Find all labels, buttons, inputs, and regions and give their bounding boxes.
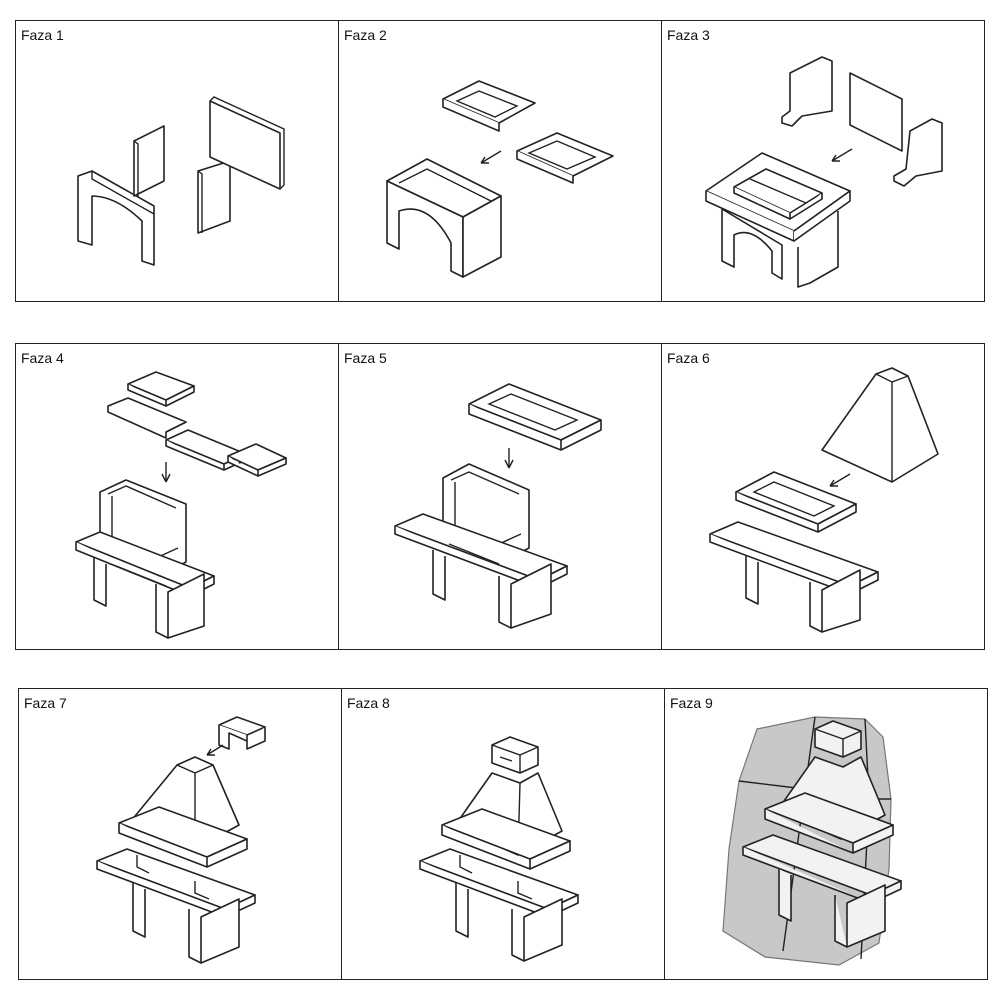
side-panel-left xyxy=(133,125,165,197)
phase-panel-3: Faza 3 xyxy=(662,21,984,301)
phase-panel-2: Faza 2 xyxy=(339,21,662,301)
hood xyxy=(821,367,939,483)
table xyxy=(96,848,256,910)
phase-5-drawing xyxy=(394,383,602,629)
arrow xyxy=(829,473,851,487)
phase-8-drawing xyxy=(419,736,579,962)
phase-label: Faza 1 xyxy=(21,27,64,43)
arch-panel xyxy=(77,170,155,266)
side-wall-left xyxy=(781,56,833,127)
phase-panel-5: Faza 5 xyxy=(339,344,662,649)
phase-panel-6: Faza 6 xyxy=(662,344,984,649)
phase-2-drawing xyxy=(386,80,614,278)
phase-3-drawing xyxy=(705,56,943,288)
phase-label: Faza 2 xyxy=(344,27,387,43)
phase-panel-9: Faza 9 xyxy=(665,689,987,979)
phase-label: Faza 3 xyxy=(667,27,710,43)
phase-panel-4: Faza 4 xyxy=(16,344,339,649)
arrow xyxy=(831,148,853,162)
phase-label: Faza 4 xyxy=(21,350,64,366)
phase-label: Faza 8 xyxy=(347,695,390,711)
back-wall xyxy=(849,72,903,152)
phase-label: Faza 7 xyxy=(24,695,67,711)
table-base xyxy=(721,208,783,280)
arrow xyxy=(206,744,224,756)
side-wall-right xyxy=(893,118,943,187)
chimney xyxy=(814,720,862,758)
phase-7-drawing xyxy=(96,716,266,964)
phase-label: Faza 6 xyxy=(667,350,710,366)
phase-1-drawing xyxy=(77,96,285,266)
phase-row-3: Faza 7 Faza 8 xyxy=(18,688,988,980)
phase-label: Faza 9 xyxy=(670,695,713,711)
phase-6-drawing xyxy=(709,367,939,633)
arrow xyxy=(161,462,171,483)
arrow xyxy=(504,448,514,469)
phase-row-2: Faza 4 Faza 5 xyxy=(15,343,985,650)
chimney xyxy=(491,736,539,774)
phase-row-1: Faza 1 Faza 2 xyxy=(15,20,985,302)
phase-panel-7: Faza 7 xyxy=(19,689,342,979)
phase-label: Faza 5 xyxy=(344,350,387,366)
phase-panel-1: Faza 1 xyxy=(16,21,339,301)
phase-panel-8: Faza 8 xyxy=(342,689,665,979)
top-slab-a xyxy=(442,80,536,124)
phase-9-drawing xyxy=(722,716,902,966)
phase-4-drawing xyxy=(75,371,287,639)
side-panel-right xyxy=(197,160,231,234)
arrow xyxy=(480,150,502,164)
